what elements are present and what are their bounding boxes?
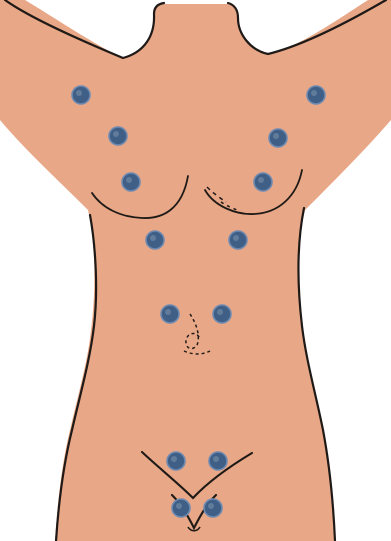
electrode-marker — [307, 86, 325, 104]
electrode-marker — [213, 305, 231, 323]
electrode-marker-highlight — [233, 235, 239, 241]
electrode-marker — [167, 452, 185, 470]
electrode-marker — [269, 129, 287, 147]
electrode-marker-highlight — [273, 133, 279, 139]
electrode-marker-highlight — [165, 309, 171, 315]
electrode-marker-highlight — [113, 131, 119, 137]
electrode-marker-highlight — [126, 177, 132, 183]
electrode-marker-highlight — [150, 235, 156, 241]
electrode-marker — [161, 305, 179, 323]
electrode-marker — [72, 86, 90, 104]
electrode-marker — [172, 499, 190, 517]
electrode-marker-highlight — [311, 90, 317, 96]
electrode-marker-highlight — [217, 309, 223, 315]
electrode-marker-highlight — [176, 503, 182, 509]
electrode-marker — [229, 231, 247, 249]
electrode-marker-highlight — [258, 177, 264, 183]
electrode-marker — [209, 452, 227, 470]
electrode-marker-highlight — [171, 456, 177, 462]
electrode-marker — [204, 499, 222, 517]
electrode-marker — [146, 231, 164, 249]
electrode-marker-highlight — [76, 90, 82, 96]
electrode-marker — [254, 173, 272, 191]
electrode-marker-highlight — [213, 456, 219, 462]
electrode-marker — [109, 127, 127, 145]
electrode-marker-highlight — [208, 503, 214, 509]
electrode-marker — [122, 173, 140, 191]
